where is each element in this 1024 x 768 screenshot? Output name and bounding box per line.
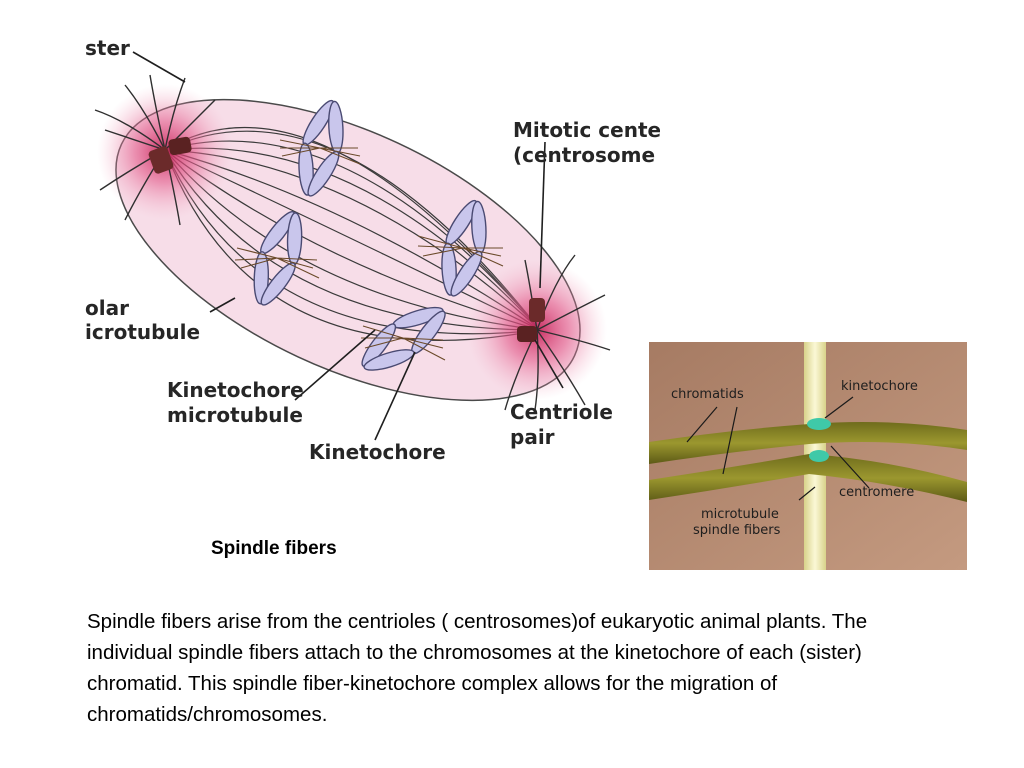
kinetochore-microtubules: [234, 139, 504, 361]
kinetochore-microtubule-label-line2: microtubule: [167, 403, 303, 427]
inset-svg: [649, 342, 967, 570]
polar-microtubule-label: olar: [85, 296, 129, 320]
mitotic-center-label-line2: (centrosome: [513, 143, 656, 167]
leader-lines: [132, 51, 564, 441]
chromatids-label: chromatids: [671, 387, 744, 402]
spindle-diagram-svg: [94, 51, 611, 441]
spindle-diagram: ster Mitotic cente (centrosome olar icro…: [85, 30, 660, 475]
polar-microtubule-label-line2: icrotubule: [85, 320, 201, 344]
chromosome: [253, 211, 303, 306]
kinetochore-label: Kinetochore: [309, 440, 446, 464]
kinetochore-microtubule-label: Kinetochore: [167, 378, 304, 402]
aster-rays-right: [504, 254, 611, 411]
kinetochore-upper: [807, 418, 831, 430]
chromosomes: [253, 99, 487, 371]
centriole-pair-label-line2: pair: [510, 425, 555, 449]
inset-micrograph: chromatids kinetochore centromere microt…: [649, 342, 967, 570]
centromere-label: centromere: [839, 485, 915, 500]
centriole-pair-label: Centriole: [510, 400, 613, 424]
chromosome: [361, 306, 446, 371]
chromosome: [441, 199, 487, 297]
microtubule-label: microtubule: [701, 507, 779, 522]
kinetochore-lower: [809, 450, 829, 462]
aster-label: ster: [85, 36, 130, 60]
centriole-left: [148, 136, 192, 174]
spindle-fibers-inset-label: spindle fibers: [693, 523, 781, 538]
figure-caption: Spindle fibers: [211, 538, 337, 559]
mitotic-center-label: Mitotic cente: [513, 118, 660, 142]
chromatid-lower: [649, 454, 967, 502]
centriole-right: [517, 298, 545, 342]
chromatid-upper: [649, 422, 967, 464]
inset-leader-lines: [686, 396, 870, 501]
description-paragraph: Spindle fibers arise from the centrioles…: [87, 610, 868, 726]
kinetochore-inset-label: kinetochore: [841, 379, 918, 394]
